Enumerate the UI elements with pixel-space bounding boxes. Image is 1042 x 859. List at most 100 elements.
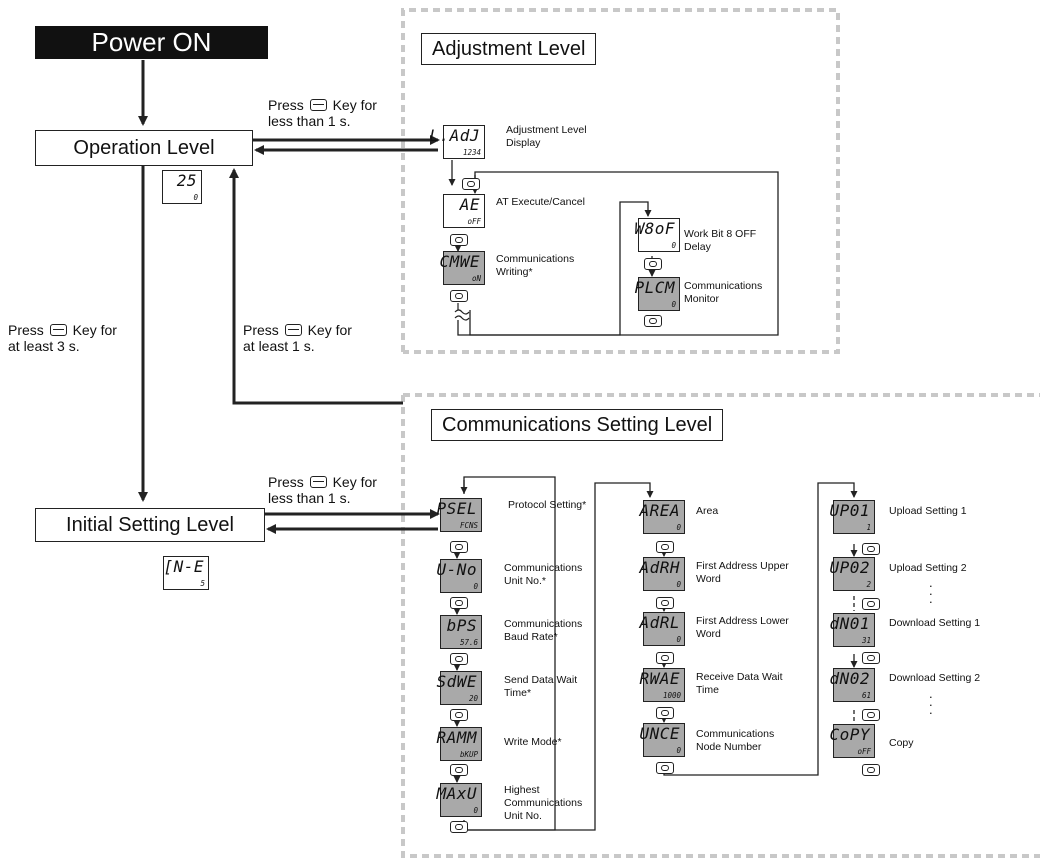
display-main-value: dN01 — [829, 614, 870, 633]
cycle-key-icon — [862, 709, 880, 721]
comm-display-bps: bPS 57.6 — [440, 615, 482, 649]
adj-display-cmwt: CMWE oN — [439, 251, 485, 285]
key-icon — [49, 324, 67, 336]
adj-desc-ladj: Adjustment Level Display — [506, 124, 587, 150]
initial-setting-level-box: Initial Setting Level — [35, 508, 265, 542]
adj-desc-cmwt: Communications Writing* — [496, 253, 574, 279]
duration-text: less than 1 s. — [268, 113, 351, 129]
display-sub-value: 0 — [671, 300, 676, 309]
display-sub-value: FCNS — [459, 521, 478, 530]
desc-line: Node Number — [696, 741, 762, 753]
desc-line: Time* — [504, 687, 532, 699]
display-sub-value: 0 — [473, 806, 478, 815]
desc-line: First Address Lower — [696, 615, 789, 627]
comm-display-unct: UNCE 0 — [639, 723, 685, 757]
comm-desc-up02: Upload Setting 2 — [889, 562, 967, 575]
display-main-value: CMWE — [439, 252, 480, 271]
comm-display-psel: PSEL FCNS — [436, 498, 482, 532]
comm-desc-adrl: First Address Lower Word — [696, 615, 789, 641]
comm-desc-copy: Copy — [889, 737, 914, 750]
cycle-key-icon — [656, 541, 674, 553]
cycle-key-icon — [656, 707, 674, 719]
desc-line: Work Bit 8 OFF — [684, 228, 757, 240]
comm-display-up02: UP02 2 — [829, 557, 875, 591]
cycle-key-icon — [450, 764, 468, 776]
desc-line: Highest — [504, 784, 540, 796]
display-main-value: RWAE — [639, 669, 680, 688]
display-sub-value: 1234 — [462, 148, 481, 157]
desc-line: Word — [696, 628, 721, 640]
comm-display-dn01: dN01 31 — [829, 613, 875, 647]
operation-level-box: Operation Level — [35, 130, 253, 166]
op-to-adj-label: Press Key for less than 1 s. — [268, 97, 377, 129]
press-text: Press — [243, 322, 279, 338]
cycle-key-icon — [462, 178, 480, 190]
display-main-value: AE — [459, 195, 480, 214]
comm-display-maxu: MAxU 0 — [436, 783, 482, 817]
adj-display-at: AE oFF — [443, 194, 485, 228]
adjustment-level-title: Adjustment Level — [421, 33, 597, 65]
comm-desc-ramm: Write Mode* — [504, 736, 562, 749]
comm-display-sdwt: SdWE 20 — [436, 671, 482, 705]
display-main-value: UP02 — [829, 558, 870, 577]
adj-desc-w8of: Work Bit 8 OFF Delay — [684, 228, 756, 254]
display-sub-value: bKUP — [459, 750, 478, 759]
display-sub-value: 20 — [468, 694, 478, 703]
display-sub-value: 1 — [866, 523, 871, 532]
comm-display-area: AREA 0 — [639, 500, 685, 534]
desc-line: Protocol Setting* — [508, 499, 587, 511]
display-main-value: AREA — [639, 501, 680, 520]
cycle-key-icon — [656, 597, 674, 609]
display-main-value: UNCE — [639, 724, 680, 743]
cycle-key-icon — [862, 543, 880, 555]
display-sub-value: 31 — [861, 636, 871, 645]
comm-display-ramm: RAMM bKUP — [436, 727, 482, 761]
desc-line: Monitor — [684, 293, 720, 305]
cycle-key-icon — [644, 258, 662, 270]
cycle-key-icon — [862, 764, 880, 776]
duration-text: less than 1 s. — [268, 490, 351, 506]
cycle-key-icon — [450, 597, 468, 609]
display-sub-value: 0 — [676, 635, 681, 644]
display-main-value: dN02 — [829, 669, 870, 688]
cycle-key-icon — [644, 315, 662, 327]
comm-desc-dn02: Download Setting 2 — [889, 672, 980, 685]
desc-line: Copy — [889, 737, 914, 749]
desc-line: Upload Setting 2 — [889, 562, 967, 574]
comm-desc-area: Area — [696, 505, 718, 518]
key-icon — [284, 324, 302, 336]
comm-display-uno: U-No 0 — [436, 559, 482, 593]
display-sub-value: 0 — [473, 582, 478, 591]
display-main-value: L.AdJ — [429, 126, 480, 145]
comm-desc-dn01: Download Setting 1 — [889, 617, 980, 630]
display-main-value: AdRH — [639, 558, 680, 577]
comm-desc-rwat: Receive Data Wait Time — [696, 671, 783, 697]
key-icon — [309, 99, 327, 111]
power-on-label: Power ON — [35, 26, 268, 59]
display-main-value: PLCM — [634, 278, 675, 297]
display-main-value: bPS — [446, 616, 477, 635]
continuation-dots-icon: ... — [929, 686, 933, 717]
desc-line: Receive Data Wait — [696, 671, 783, 683]
comm-display-adrh: AdRH 0 — [639, 557, 685, 591]
key-for-text: Key for — [332, 97, 377, 113]
communications-setting-level-title: Communications Setting Level — [431, 409, 724, 441]
desc-line: Adjustment Level — [506, 124, 587, 136]
desc-line: Download Setting 1 — [889, 617, 981, 629]
desc-line: Communications — [496, 253, 575, 265]
comm-desc-adrh: First Address Upper Word — [696, 560, 789, 586]
display-main-value: W8oF — [634, 219, 675, 238]
press-text: Press — [268, 474, 304, 490]
desc-line: Download Setting 2 — [889, 672, 981, 684]
display-main-value: U-No — [436, 560, 477, 579]
display-sub-value: 61 — [861, 691, 871, 700]
desc-line: Display — [506, 137, 541, 149]
display-sub-value: 2 — [866, 580, 871, 589]
adj-desc-plcm: Communications Monitor — [684, 280, 762, 306]
display-sub-value: 57.6 — [459, 638, 478, 647]
desc-line: Unit No.* — [504, 575, 547, 587]
desc-line: Writing* — [496, 266, 533, 278]
comm-desc-bps: Communications Baud Rate* — [504, 618, 582, 644]
desc-line: Write Mode* — [504, 736, 562, 748]
op-to-init-label: Press Key for at least 3 s. — [8, 322, 117, 354]
